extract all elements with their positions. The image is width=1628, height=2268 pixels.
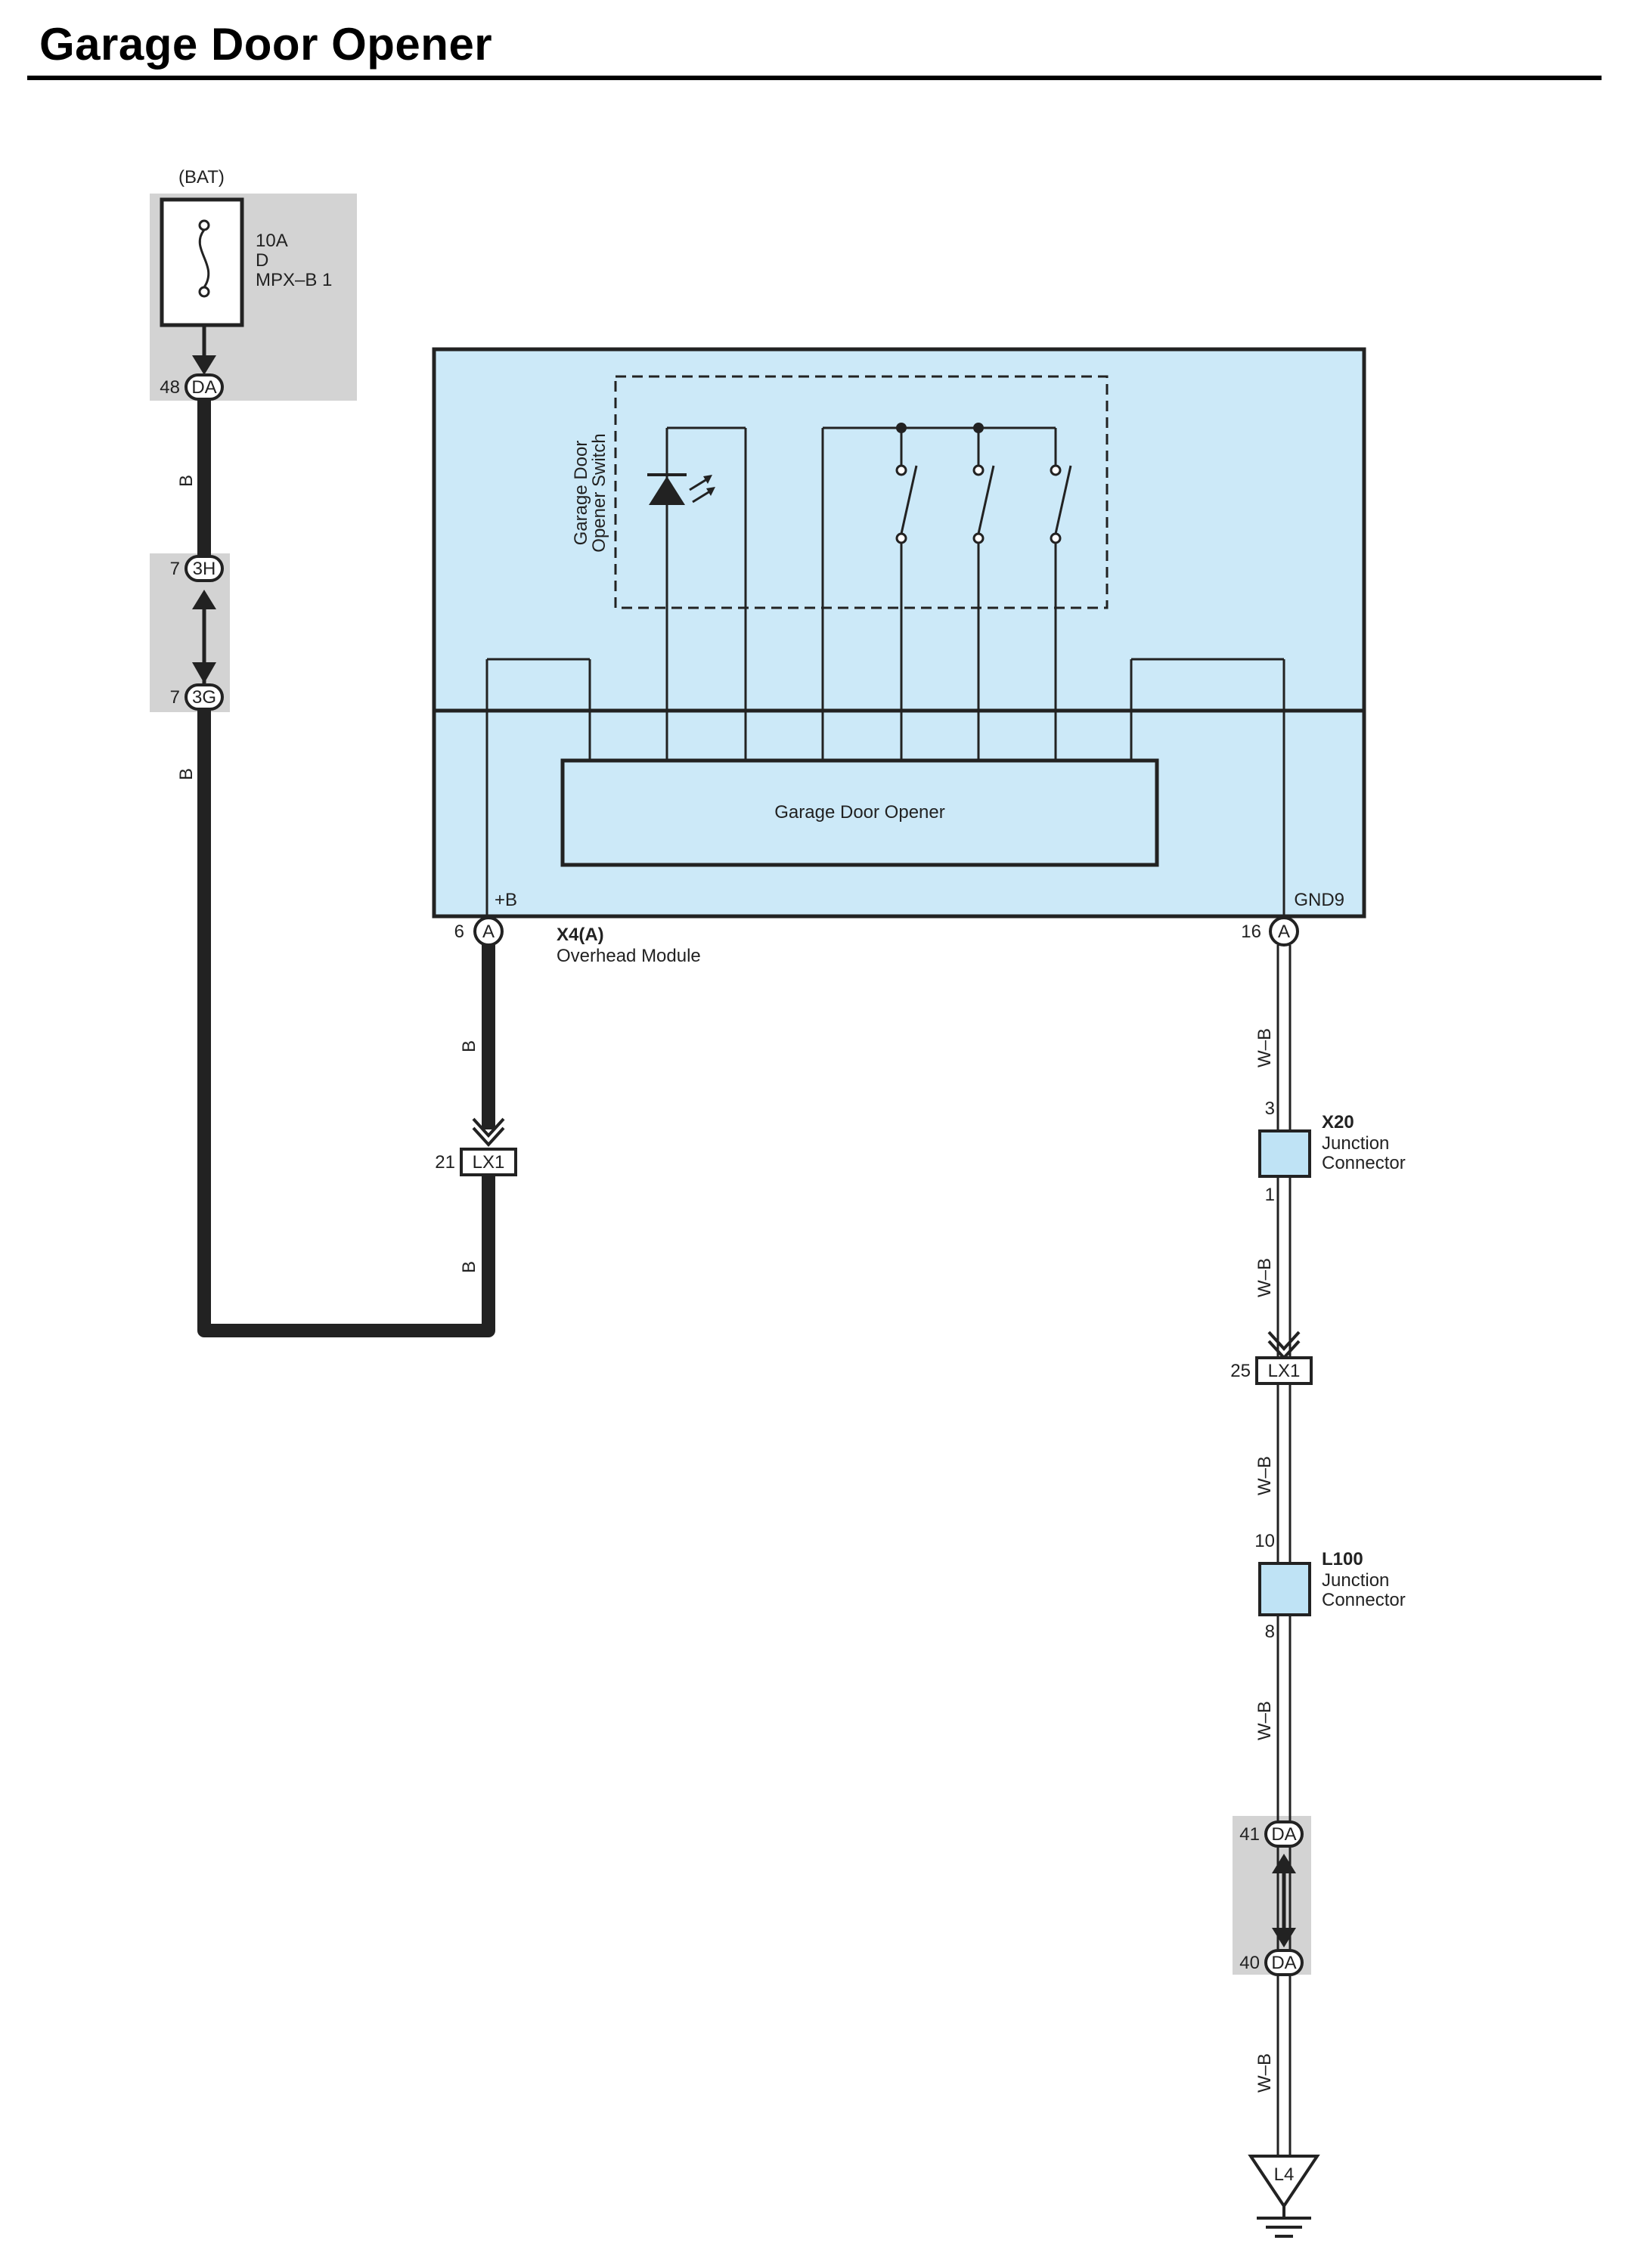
connector-3g: 3G 7	[170, 683, 224, 711]
arrow-icon	[192, 355, 216, 683]
module-name: Overhead Module	[557, 946, 701, 966]
plus-b-label: +B	[495, 890, 517, 910]
svg-text:3: 3	[1265, 1098, 1275, 1119]
switch-label-line2: Opener Switch	[589, 433, 609, 552]
svg-text:DA: DA	[1271, 1953, 1296, 1973]
svg-text:A: A	[482, 922, 495, 942]
ground-icon: L4	[1248, 2155, 1320, 2238]
connector-da40: DA 40	[1239, 1949, 1304, 1976]
switch-contact-2	[972, 464, 995, 761]
bus-junction-dot	[896, 423, 907, 433]
svg-text:Junction: Junction	[1322, 1133, 1389, 1154]
module-internal-wiring	[485, 658, 1285, 916]
svg-text:L100: L100	[1322, 1549, 1363, 1569]
connector-lx1-21: LX1 21	[435, 1148, 517, 1176]
arrow-icon	[1272, 1854, 1296, 1947]
svg-text:10: 10	[1254, 1531, 1275, 1551]
svg-text:16: 16	[1241, 922, 1261, 942]
svg-text:X20: X20	[1322, 1112, 1354, 1132]
garage-door-opener-unit	[560, 758, 1159, 867]
svg-text:Connector: Connector	[1322, 1153, 1406, 1173]
connector-x4a-pin6: A 6	[454, 916, 504, 947]
led-icon	[647, 473, 715, 505]
junction-connector-l100: 10 8 L100 Junction Connector	[1254, 1531, 1405, 1642]
wire-color-b: B	[459, 1261, 479, 1273]
battery-label: (BAT)	[178, 167, 225, 187]
svg-text:8: 8	[1265, 1622, 1275, 1642]
junction-connector-x20: 3 1 X20 Junction Connector	[1258, 1098, 1406, 1205]
svg-text:7: 7	[170, 687, 180, 708]
svg-text:Connector: Connector	[1322, 1590, 1406, 1610]
svg-text:41: 41	[1239, 1824, 1260, 1845]
svg-text:3H: 3H	[193, 559, 216, 579]
svg-text:21: 21	[435, 1152, 455, 1173]
fuse-amp: 10A	[256, 231, 288, 251]
svg-text:3G: 3G	[192, 687, 216, 708]
wire-color-b: B	[176, 475, 197, 487]
connector-lx1-25: LX1 25	[1230, 1356, 1313, 1385]
fuse-name: MPX–B 1	[256, 270, 332, 290]
wire-color-b: B	[459, 1040, 479, 1052]
garage-door-opener-switch-box	[614, 375, 1109, 609]
double-chevron-icon	[472, 1117, 505, 1147]
ground-id: L4	[1274, 2164, 1295, 2185]
svg-text:DA: DA	[191, 377, 216, 398]
svg-text:7: 7	[170, 559, 180, 579]
garage-door-opener-label: Garage Door Opener	[774, 802, 944, 823]
connector-da41: DA 41	[1239, 1820, 1304, 1848]
connector-da48: DA 48	[160, 373, 224, 401]
wire-color-b: B	[176, 768, 197, 780]
gnd9-label: GND9	[1294, 890, 1344, 910]
bus-junction-dot	[973, 423, 984, 433]
svg-text:40: 40	[1239, 1953, 1260, 1973]
wire-b-power	[197, 398, 495, 1337]
connector-x4a-pin16: A 16	[1241, 916, 1299, 947]
switch-label-line1: Garage Door	[571, 441, 591, 546]
svg-text:6: 6	[454, 922, 464, 942]
wire-color-wb: W–B	[1254, 2053, 1275, 2093]
svg-text:DA: DA	[1271, 1824, 1296, 1845]
switch-contact-3	[1050, 464, 1072, 761]
wire-color-wb: W–B	[1254, 1456, 1275, 1495]
double-chevron-icon	[1267, 1331, 1301, 1360]
wire-color-wb: W–B	[1254, 1028, 1275, 1067]
wire-color-wb: W–B	[1254, 1258, 1275, 1297]
title-rule	[27, 76, 1602, 80]
page-title: Garage Door Opener	[39, 19, 493, 70]
fuse-d: D	[256, 250, 268, 271]
connector-3h: 3H 7	[170, 555, 224, 582]
switch-common-bus	[821, 426, 1057, 761]
fuse-box	[160, 197, 244, 327]
svg-text:LX1: LX1	[473, 1152, 505, 1173]
svg-text:LX1: LX1	[1268, 1361, 1301, 1381]
svg-text:48: 48	[160, 377, 180, 398]
wire-color-wb: W–B	[1254, 1701, 1275, 1740]
svg-text:1: 1	[1265, 1185, 1275, 1205]
module-id: X4(A)	[557, 925, 604, 945]
svg-text:A: A	[1278, 922, 1290, 942]
fuse-icon	[198, 219, 210, 298]
svg-text:25: 25	[1230, 1361, 1251, 1381]
switch-contact-1	[895, 464, 918, 761]
svg-text:Junction: Junction	[1322, 1570, 1389, 1591]
